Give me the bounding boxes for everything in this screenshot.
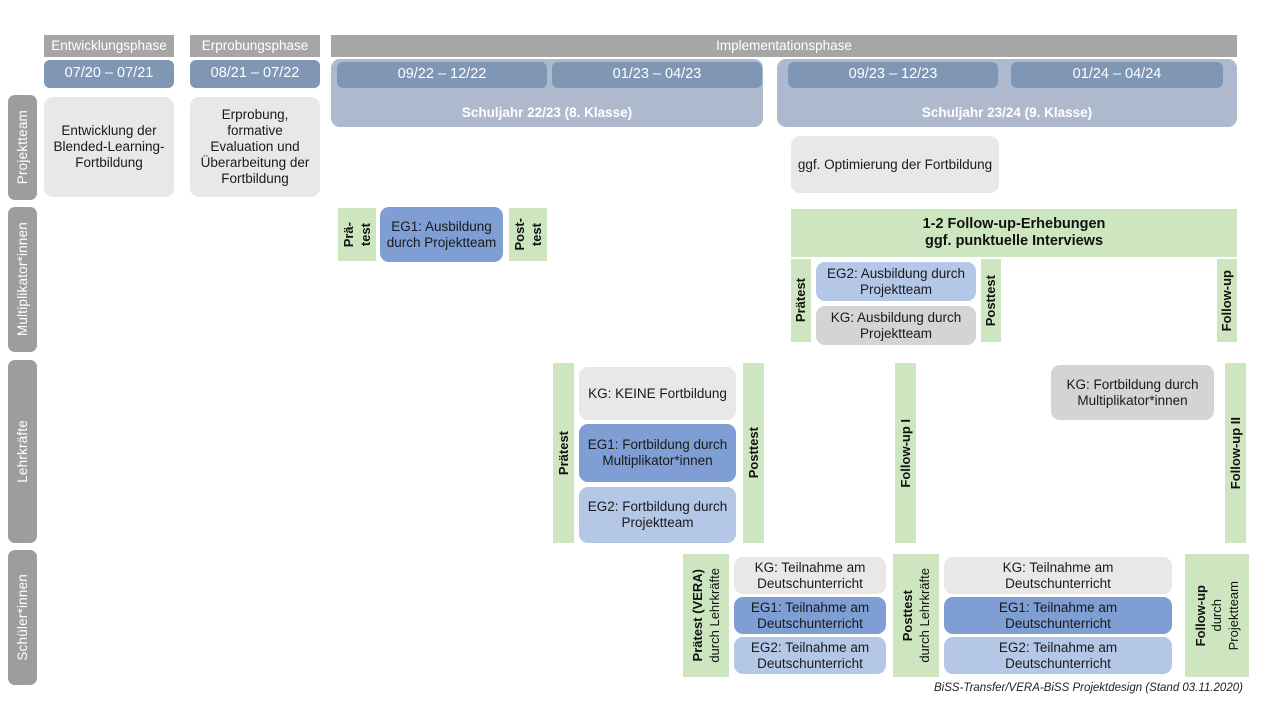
period-chip-0124-0424-text: 01/24 – 04/24 — [1072, 66, 1162, 83]
card-eg1-teilnahme-deutschunterricht-1: EG1: Teilnahme am Deutschunterricht — [734, 597, 886, 634]
card-eg1-fortbildung-multiplikatoren-text: EG1: Fortbildung durch Multiplikator*inn… — [587, 437, 728, 468]
row-label-multiplikatorinnen: Multiplikator*innen — [8, 207, 37, 352]
period-chip-0821-0722-text: 08/21 – 07/22 — [210, 65, 300, 82]
measure-posttest-schueler: Posttest durch Lehrkräfte — [893, 554, 939, 677]
measure-posttest-lehrkraefte-text: Posttest — [745, 427, 761, 479]
measure-praetest-multiplikatoren-2-text: Prätest — [793, 278, 809, 323]
card-eg1-ausbildung-projektteam-text: EG1: Ausbildung durch Projektteam — [386, 218, 497, 250]
card-eg2-fortbildung-projektteam: EG2: Fortbildung durch Projektteam — [579, 487, 736, 543]
measure-followup-schueler-main: Follow-up — [1193, 584, 1208, 647]
card-kg-fortbildung-multiplikatoren-text: KG: Fortbildung durch Multiplikator*inne… — [1066, 376, 1199, 408]
card-kg-teilnahme-deutschunterricht-2: KG: Teilnahme am Deutschunterricht — [944, 557, 1172, 594]
card-eg2-teilnahme-deutschunterricht-2: EG2: Teilnahme am Deutschunterricht — [944, 637, 1172, 674]
card-eg1-teilnahme-deutschunterricht-1-text: EG1: Teilnahme am Deutschunterricht — [750, 599, 870, 631]
phase-banner-entwicklungsphase: Entwicklungsphase — [44, 35, 174, 57]
period-chip-0923-1223-text: 09/23 – 12/23 — [848, 66, 938, 83]
school-year-band-2223-text: Schuljahr 22/23 (8. Klasse) — [461, 105, 633, 121]
measure-praetest-multiplikatoren: Prä- test — [338, 208, 376, 261]
measure-posttest-multiplikatoren-line2: test — [528, 222, 544, 247]
measure-praetest-multiplikatoren-2: Prätest — [791, 259, 811, 342]
card-kg-teilnahme-deutschunterricht-2-text: KG: Teilnahme am Deutschunterricht — [1002, 559, 1114, 591]
measure-followup-schueler-sub1: durch — [1209, 599, 1225, 632]
card-erprobung-evaluation-text: Erprobung, formative Evaluation und Über… — [200, 107, 310, 186]
row-label-multiplikatorinnen-text: Multiplikator*innen — [14, 222, 30, 337]
measure-posttest-multiplikatoren-2: Posttest — [981, 259, 1001, 342]
row-label-lehrkraefte: Lehrkräfte — [8, 360, 37, 543]
card-eg2-teilnahme-deutschunterricht-2-text: EG2: Teilnahme am Deutschunterricht — [998, 639, 1118, 671]
measure-posttest-lehrkraefte: Posttest — [743, 363, 764, 543]
card-eg1-fortbildung-multiplikatoren: EG1: Fortbildung durch Multiplikator*inn… — [579, 424, 736, 482]
measure-praetest-vera-schueler-sub: durch Lehrkräfte — [706, 568, 722, 663]
card-kg-ausbildung-projektteam: KG: Ausbildung durch Projektteam — [816, 306, 976, 345]
card-eg2-ausbildung-projektteam-text: EG2: Ausbildung durch Projektteam — [826, 265, 966, 297]
measure-followup2-lehrkraefte-text: Follow-up II — [1227, 416, 1243, 490]
period-chip-0923-1223: 09/23 – 12/23 — [788, 62, 998, 88]
measure-praetest-multiplikatoren-line2: test — [357, 222, 373, 247]
measure-posttest-multiplikatoren-2-text: Posttest — [983, 274, 999, 327]
card-eg2-fortbildung-projektteam-text: EG2: Fortbildung durch Projektteam — [587, 499, 728, 530]
measure-followup1-lehrkraefte: Follow-up I — [895, 363, 916, 543]
card-eg1-ausbildung-projektteam: EG1: Ausbildung durch Projektteam — [380, 207, 503, 262]
row-label-schuelerinnen-text: Schüler*innen — [14, 574, 30, 661]
card-kg-keine-fortbildung: KG: KEINE Fortbildung — [579, 367, 736, 420]
measure-followup-multiplikatoren-text: Follow-up — [1219, 269, 1235, 332]
period-chip-0720-0721-text: 07/20 – 07/21 — [64, 65, 154, 82]
card-entwicklung-blended-learning: Entwicklung der Blended-Learning-Fortbil… — [44, 97, 174, 197]
card-ggf-optimierung-text: ggf. Optimierung der Fortbildung — [797, 156, 993, 172]
card-eg2-teilnahme-deutschunterricht-1: EG2: Teilnahme am Deutschunterricht — [734, 637, 886, 674]
measure-followup-multiplikatoren: Follow-up — [1217, 259, 1237, 342]
card-kg-teilnahme-deutschunterricht-1: KG: Teilnahme am Deutschunterricht — [734, 557, 886, 594]
measure-followup-schueler-sub2: Projektteam — [1225, 580, 1241, 651]
row-label-schuelerinnen: Schüler*innen — [8, 550, 37, 685]
card-ggf-optimierung: ggf. Optimierung der Fortbildung — [791, 136, 999, 193]
banner-followup-erhebungen-line2: ggf. punktuelle Interviews — [924, 233, 1104, 249]
card-eg2-ausbildung-projektteam: EG2: Ausbildung durch Projektteam — [816, 262, 976, 301]
card-kg-teilnahme-deutschunterricht-1-text: KG: Teilnahme am Deutschunterricht — [754, 559, 866, 591]
measure-posttest-multiplikatoren: Post- test — [509, 208, 547, 261]
measure-posttest-multiplikatoren-line1: Post- — [512, 218, 528, 251]
period-chip-0720-0721: 07/20 – 07/21 — [44, 60, 174, 88]
banner-followup-erhebungen-line1: 1-2 Follow-up-Erhebungen — [922, 215, 1106, 232]
card-kg-keine-fortbildung-text: KG: KEINE Fortbildung — [588, 385, 727, 401]
measure-followup1-lehrkraefte-text: Follow-up I — [897, 418, 913, 488]
measure-praetest-lehrkraefte-text: Prätest — [555, 430, 571, 476]
banner-followup-erhebungen: 1-2 Follow-up-Erhebungen ggf. punktuelle… — [791, 209, 1237, 257]
card-eg1-teilnahme-deutschunterricht-2-text: EG1: Teilnahme am Deutschunterricht — [998, 599, 1118, 631]
phase-banner-implementationsphase-text: Implementationsphase — [716, 38, 852, 54]
row-label-projektteam-text: Projektteam — [14, 110, 30, 185]
measure-posttest-schueler-main: Posttest — [900, 589, 916, 642]
card-eg1-teilnahme-deutschunterricht-2: EG1: Teilnahme am Deutschunterricht — [944, 597, 1172, 634]
measure-praetest-multiplikatoren-line1: Prä- — [341, 221, 357, 248]
footer-caption: BiSS-Transfer/VERA-BiSS Projektdesign (S… — [934, 682, 1243, 694]
measure-posttest-schueler-sub: durch Lehrkräfte — [916, 568, 932, 663]
period-chip-0123-0423-text: 01/23 – 04/23 — [612, 66, 702, 83]
row-label-projektteam: Projektteam — [8, 95, 37, 200]
phase-banner-erprobungsphase-text: Erprobungsphase — [201, 38, 309, 54]
card-erprobung-evaluation: Erprobung, formative Evaluation und Über… — [190, 97, 320, 197]
card-entwicklung-blended-learning-text: Entwicklung der Blended-Learning-Fortbil… — [53, 123, 165, 170]
measure-praetest-vera-schueler-main: Prätest (VERA) — [690, 569, 706, 662]
row-label-lehrkraefte-text: Lehrkräfte — [14, 420, 30, 483]
measure-praetest-vera-schueler: Prätest (VERA) durch Lehrkräfte — [683, 554, 729, 677]
card-kg-ausbildung-projektteam-text: KG: Ausbildung durch Projektteam — [830, 309, 962, 341]
phase-banner-implementationsphase: Implementationsphase — [331, 35, 1237, 57]
phase-banner-entwicklungsphase-text: Entwicklungsphase — [51, 38, 167, 54]
school-year-band-2324-text: Schuljahr 23/24 (9. Klasse) — [921, 105, 1093, 121]
measure-followup-schueler: Follow-up durch Projektteam — [1185, 554, 1249, 677]
period-chip-0821-0722: 08/21 – 07/22 — [190, 60, 320, 88]
period-chip-0922-1222: 09/22 – 12/22 — [337, 62, 547, 88]
measure-praetest-lehrkraefte: Prätest — [553, 363, 574, 543]
card-eg2-teilnahme-deutschunterricht-1-text: EG2: Teilnahme am Deutschunterricht — [750, 639, 870, 671]
card-kg-fortbildung-multiplikatoren: KG: Fortbildung durch Multiplikator*inne… — [1051, 365, 1214, 420]
period-chip-0124-0424: 01/24 – 04/24 — [1011, 62, 1223, 88]
period-chip-0922-1222-text: 09/22 – 12/22 — [397, 66, 487, 83]
measure-followup2-lehrkraefte: Follow-up II — [1225, 363, 1246, 543]
phase-banner-erprobungsphase: Erprobungsphase — [190, 35, 320, 57]
period-chip-0123-0423: 01/23 – 04/23 — [552, 62, 762, 88]
